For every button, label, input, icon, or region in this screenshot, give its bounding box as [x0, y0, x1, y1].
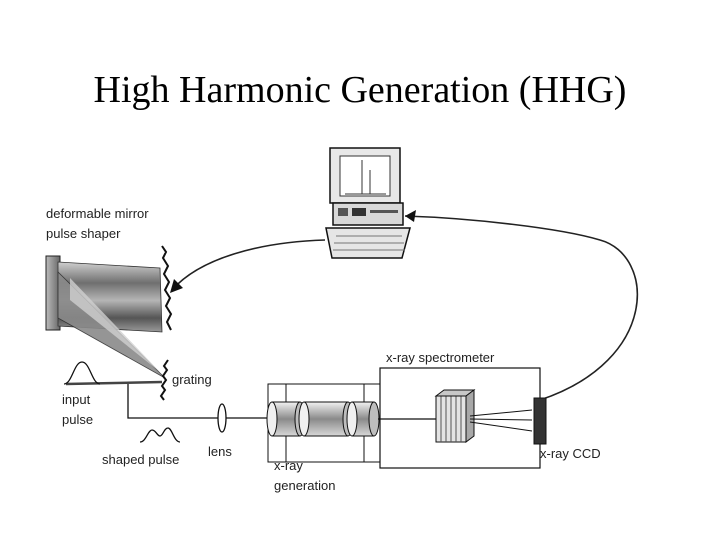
xray-ccd-detector: [533, 397, 547, 445]
label-xray-generation-line2: generation: [274, 478, 335, 493]
input-pulse-waveform: [63, 361, 101, 385]
pulse-shaper-surface: [161, 245, 173, 331]
xray-generation-cell: [266, 383, 381, 463]
grating-element: [159, 359, 169, 401]
label-input-line1: input: [62, 392, 91, 407]
shaped-pulse-waveform: [139, 427, 181, 443]
label-mirror-line2: pulse shaper: [46, 226, 121, 241]
feedback-loop-path: [404, 215, 639, 401]
label-xray-generation-line1: x-ray: [274, 458, 303, 473]
label-shaped-pulse: shaped pulse: [102, 452, 179, 467]
arrowhead-to-computer: [405, 210, 416, 222]
slide-title: High Harmonic Generation (HHG): [93, 69, 627, 111]
input-beam: [65, 380, 163, 386]
lens: [217, 403, 227, 433]
computer-icon: [325, 147, 411, 259]
feedback-loop-path-left: [171, 239, 326, 291]
label-ccd: x-ray CCD: [540, 446, 601, 461]
label-mirror-line1: deformable mirror: [46, 206, 149, 221]
label-lens: lens: [208, 444, 232, 459]
label-input-line2: pulse: [62, 412, 93, 427]
label-spectrometer: x-ray spectrometer: [386, 350, 495, 365]
arrowhead-to-mirror: [170, 279, 183, 293]
label-grating: grating: [172, 372, 212, 387]
shaped-beam-path: [127, 384, 268, 419]
spectrometer-grating: [434, 389, 476, 443]
